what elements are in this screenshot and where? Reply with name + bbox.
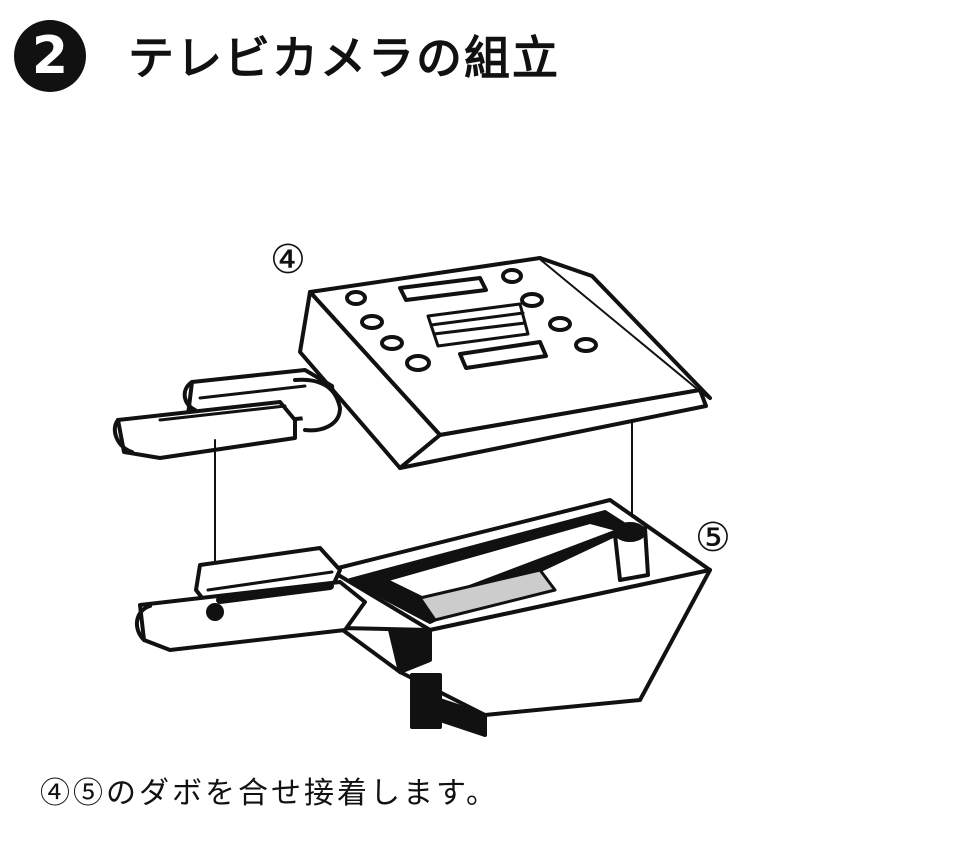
camera-base	[134, 498, 712, 737]
page-title: テレビカメラの組立	[128, 31, 560, 85]
part-5-label: ⑤	[695, 515, 731, 561]
step-number: 2	[31, 26, 69, 86]
part-4-label: ④	[270, 237, 306, 283]
tv-camera-assembly-illustration	[112, 256, 712, 737]
camera-top-cover	[112, 256, 712, 470]
step-number-badge: 2	[14, 20, 86, 92]
instruction-caption: ④⑤のダボを合せ接着します。	[40, 776, 499, 811]
